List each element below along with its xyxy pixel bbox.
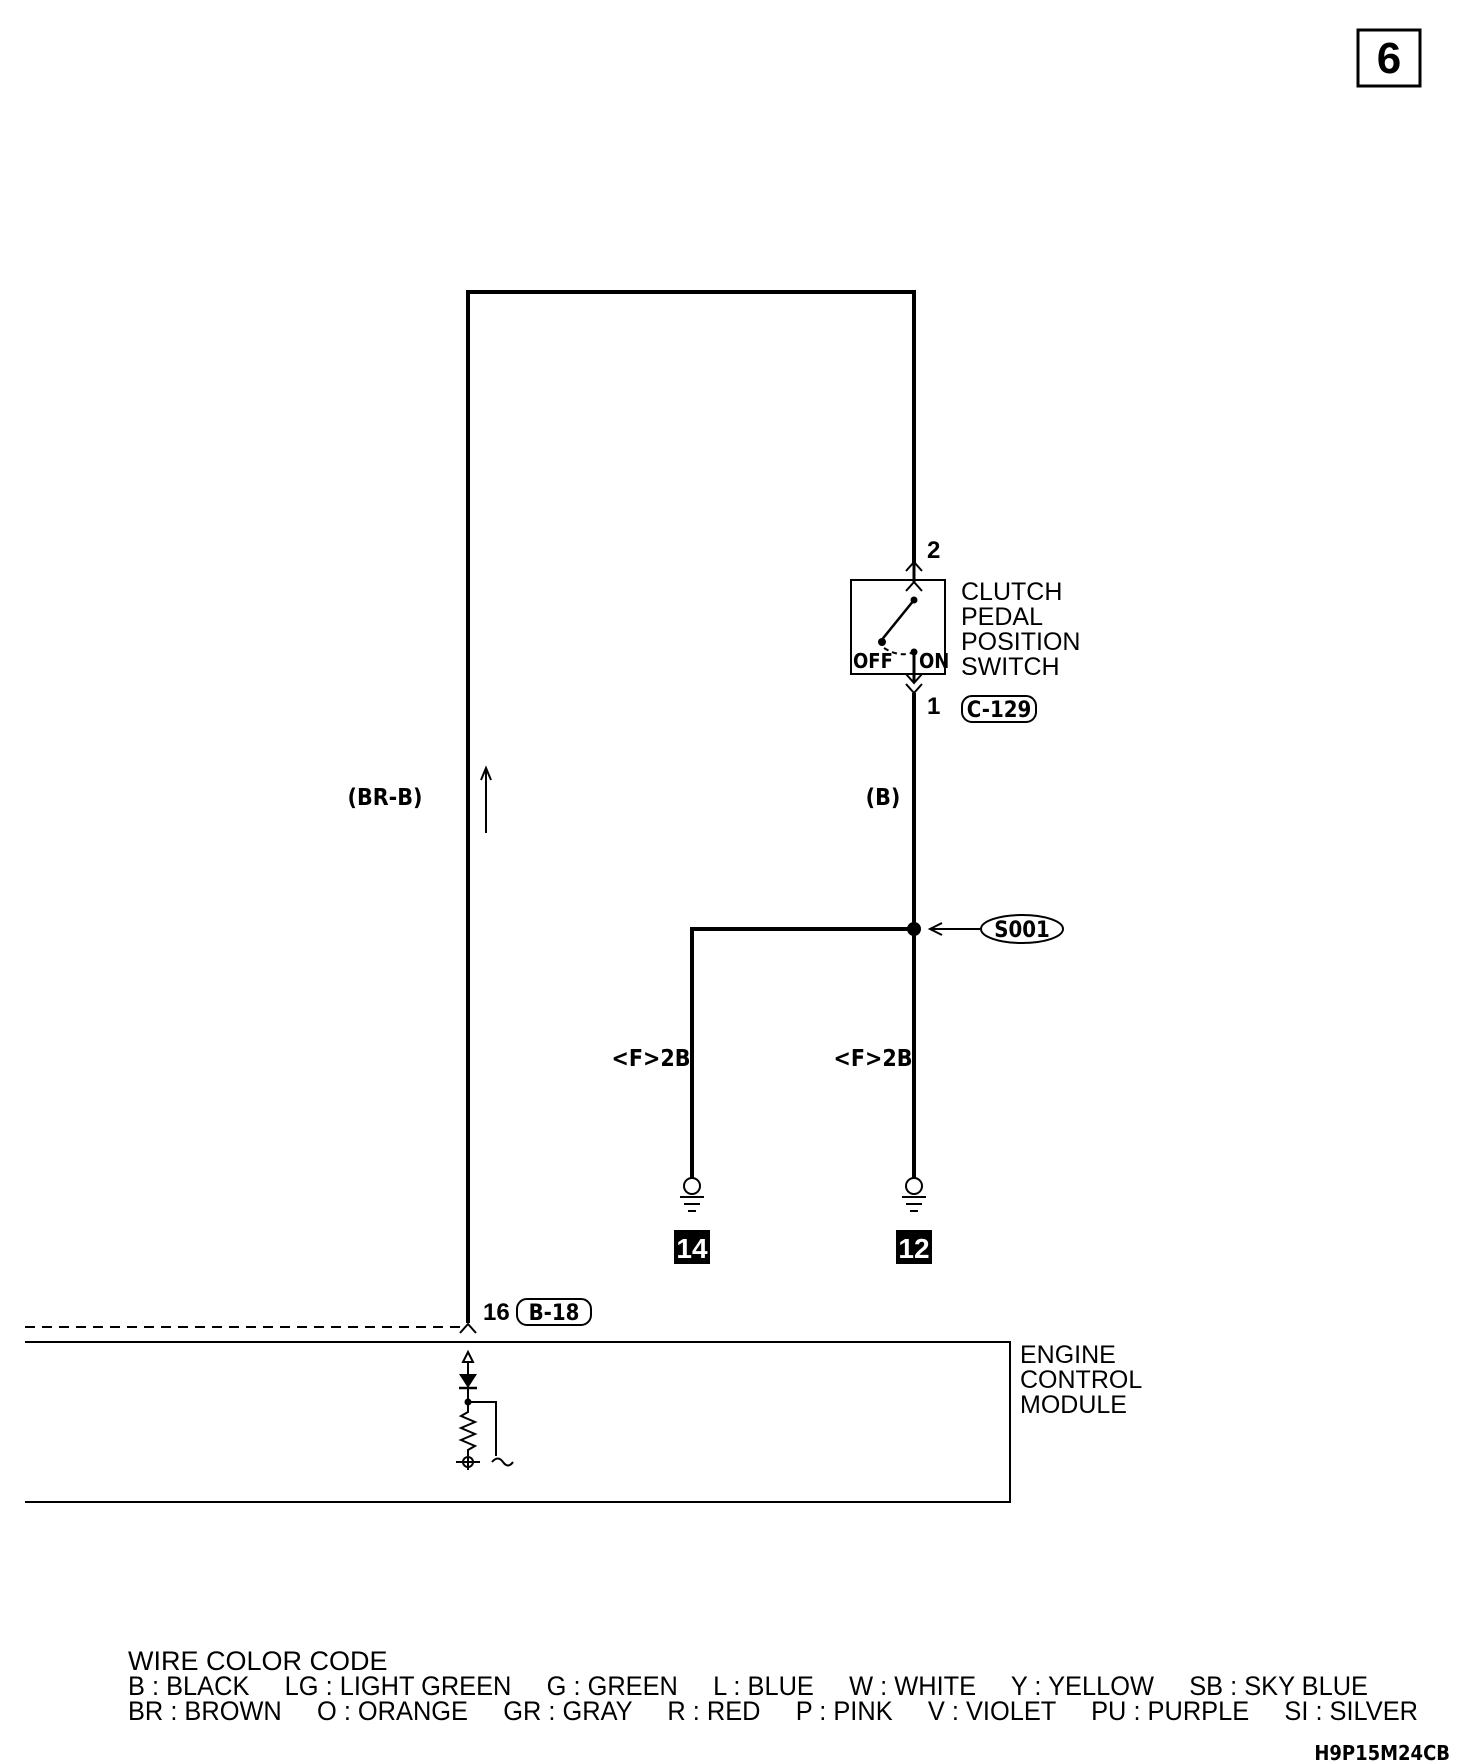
switch-connector-tag: C-129 [961,695,1037,723]
wire-color-right: (B) [866,785,901,811]
clutch-pedal-position-switch: OFF ON [850,560,949,695]
ground-number-right: 12 [898,1233,929,1264]
ecm-connector-tag: B-18 [516,1298,592,1326]
switch-name-line-1: CLUTCH [961,578,1062,606]
switch-pin-top: 2 [927,537,940,564]
ecm-name-line-1: ENGINE [1020,1341,1116,1369]
wire-branch-left [690,927,914,1178]
splice-id: S001 [994,918,1050,943]
switch-off-label: OFF [853,649,893,673]
legend-row-1: B : BLACK LG : LIGHT GREEN G : GREEN L :… [128,1671,1368,1701]
ecm-pin-chevron [459,1322,477,1334]
ground-right-wire-label: <F>2B [834,1046,913,1072]
ground-badge-left: 14 [674,1230,710,1264]
switch-name-line-2: PEDAL [961,603,1043,631]
ecm-box [25,1341,1011,1503]
switch-pin-bottom: 1 [927,693,940,720]
ecm-name-line-2: CONTROL [1020,1366,1142,1394]
page-number-box [1356,28,1422,88]
wire-color-left: (BR-B) [348,785,423,811]
splice-dot [907,922,921,936]
ecm-connector-id: B-18 [529,1301,580,1326]
switch-name-line-3: POSITION [961,628,1080,656]
ground-symbol-right [902,1177,926,1212]
ground-left-wire-label: <F>2B [612,1046,691,1072]
ecm-pin-number: 16 [483,1299,510,1326]
ecm-internal-circuit [456,1349,514,1470]
splice-pointer: S001 [927,914,1064,944]
ground-number-left: 14 [676,1233,708,1264]
switch-on-label: ON [919,649,949,673]
legend-title: WIRE COLOR CODE [128,1646,388,1676]
legend-row-2: BR : BROWN O : ORANGE GR : GRAY R : RED … [128,1696,1418,1726]
current-flow-arrow [480,765,492,833]
diagram-code: H9P15M24CB [1314,1741,1450,1764]
ecm-name-line-3: MODULE [1020,1391,1127,1419]
wire-br-b [466,290,916,1323]
ground-symbol-left [680,1177,704,1212]
ground-badge-right: 12 [896,1230,932,1264]
switch-name-line-4: SWITCH [961,653,1060,681]
switch-connector-id: C-129 [967,698,1032,723]
page-number: 6 [1377,34,1401,83]
